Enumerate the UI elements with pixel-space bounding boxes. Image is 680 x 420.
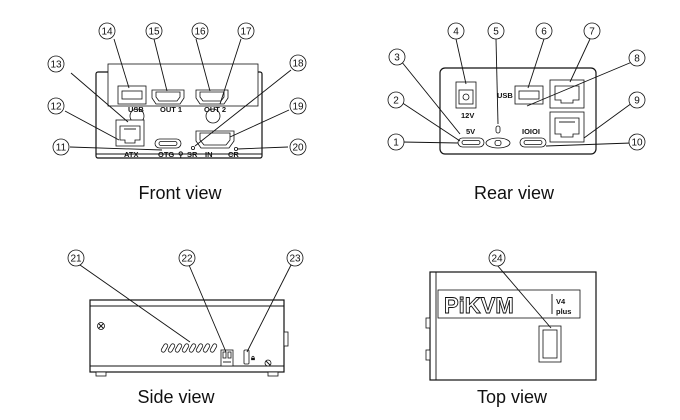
dc-jack-12v (455, 81, 477, 109)
callout-2: 2 (387, 91, 405, 109)
front-usb-port (117, 85, 147, 105)
side-callout-leaders (79, 264, 292, 353)
svg-text:24: 24 (491, 254, 503, 265)
svg-text:1: 1 (393, 138, 399, 149)
pikvm-logo: PiKVM V4 plus (437, 289, 581, 318)
label-out2: OUT 2 (204, 105, 226, 114)
label-sr: SR (187, 150, 198, 159)
callout-5: 5 (487, 22, 505, 40)
callout-12: 12 (47, 97, 65, 115)
dip-switch (220, 349, 234, 367)
label-12v: 12V (461, 111, 474, 120)
svg-text:14: 14 (101, 27, 113, 38)
logo-edition: plus (556, 307, 571, 316)
svg-text:2: 2 (393, 96, 399, 107)
top-view-drawing: PiKVM V4 plus (425, 271, 597, 381)
ventilation-slots (160, 343, 218, 353)
svg-text:4: 4 (453, 27, 459, 38)
callout-1: 1 (387, 133, 405, 151)
svg-text:10: 10 (631, 138, 643, 149)
callout-14: 14 (98, 22, 116, 40)
hdmi-out2-port (195, 89, 229, 105)
svg-text:7: 7 (589, 27, 595, 38)
label-atx: ATX (124, 150, 138, 159)
rear-callout-leaders (400, 38, 633, 147)
rear-view-caption: Rear view (473, 183, 555, 203)
label-otg: OTG (158, 150, 174, 159)
top-callout-leaders (496, 264, 552, 329)
label-out1: OUT 1 (160, 105, 182, 114)
rear-view-drawing: 12V USB 5V IOIOI (439, 67, 597, 155)
kensington-slot (485, 125, 511, 149)
hdmi-in-port (195, 130, 235, 149)
svg-text:17: 17 (240, 27, 252, 38)
callout-20: 20 (289, 138, 307, 156)
front-view-caption: Front view (138, 183, 222, 203)
svg-text:19: 19 (292, 102, 304, 113)
svg-text:3: 3 (394, 53, 400, 64)
svg-text:16: 16 (194, 27, 206, 38)
label-5v: 5V (466, 127, 475, 136)
otg-port (154, 138, 182, 149)
callout-3: 3 (388, 48, 406, 66)
rear-usb-port (514, 85, 544, 105)
callout-9: 9 (628, 91, 646, 109)
hdmi-out1-port (151, 89, 185, 105)
oled-display (538, 325, 562, 363)
lock-icon: 🔒︎ (251, 353, 256, 362)
callout-8: 8 (628, 49, 646, 67)
callout-15: 15 (145, 22, 163, 40)
logo-version: V4 (556, 297, 566, 306)
label-usb-rear: USB (497, 91, 513, 100)
svg-text:21: 21 (70, 254, 82, 265)
front-callout-leaders (64, 38, 292, 151)
svg-text:9: 9 (634, 96, 640, 107)
callout-23: 23 (286, 249, 304, 267)
svg-text:23: 23 (289, 254, 301, 265)
callout-16: 16 (191, 22, 209, 40)
ethernet-port-bottom (549, 111, 585, 143)
atx-port (115, 119, 145, 147)
svg-text:12: 12 (50, 102, 62, 113)
label-ioioi: IOIOI (522, 127, 540, 136)
power-5v-port (457, 137, 485, 148)
callout-11: 11 (52, 138, 70, 156)
callout-13: 13 (47, 55, 65, 73)
side-view-drawing: 🔒︎ (89, 299, 289, 377)
svg-text:5: 5 (493, 27, 499, 38)
side-view-caption: Side view (137, 387, 215, 407)
callout-18: 18 (289, 54, 307, 72)
microsd-slot (243, 349, 250, 365)
label-usb-front: USB (128, 105, 144, 114)
callout-21: 21 (67, 249, 85, 267)
callout-22: 22 (178, 249, 196, 267)
svg-text:20: 20 (292, 143, 304, 154)
label-cr: CR (228, 150, 239, 159)
callout-24: 24 (488, 249, 506, 267)
callout-10: 10 (628, 133, 646, 151)
logo-text: PiKVM (444, 293, 514, 318)
svg-text:22: 22 (181, 254, 193, 265)
svg-text:15: 15 (148, 27, 160, 38)
top-view-caption: Top view (476, 387, 548, 407)
svg-text:8: 8 (634, 54, 640, 65)
callout-6: 6 (535, 22, 553, 40)
screw-icon (264, 359, 272, 367)
svg-text:18: 18 (292, 59, 304, 70)
svg-text:6: 6 (541, 27, 547, 38)
front-view-drawing: USB OUT 1 OUT 2 ATX OTG ⚲ SR IN CR (95, 63, 263, 159)
callout-markers: 14 15 16 17 13 18 12 19 11 20 4 5 6 7 3 … (47, 22, 646, 267)
svg-text:11: 11 (56, 143, 67, 154)
screw-icon (97, 322, 105, 330)
callout-17: 17 (237, 22, 255, 40)
svg-text:13: 13 (50, 60, 62, 71)
callout-4: 4 (447, 22, 465, 40)
usb-otg-icon: ⚲ (178, 150, 184, 159)
serial-console-port (519, 137, 547, 148)
label-in: IN (205, 150, 213, 159)
callout-7: 7 (583, 22, 601, 40)
callout-19: 19 (289, 97, 307, 115)
